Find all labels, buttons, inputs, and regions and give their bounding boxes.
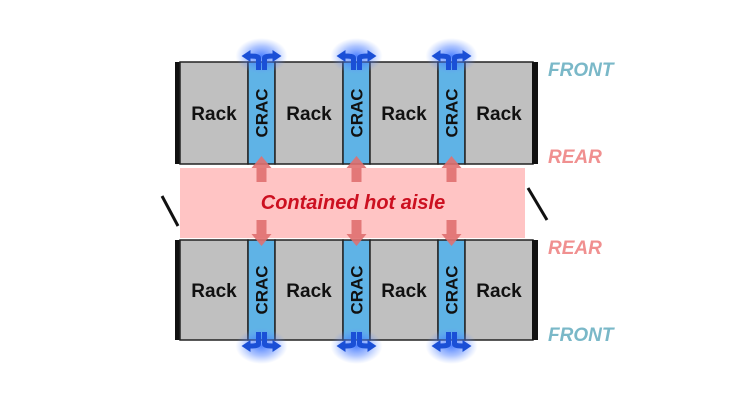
crac-label-bottom-5: CRAC xyxy=(443,265,462,314)
rack-label-bottom-6: Rack xyxy=(476,281,522,302)
rack-label-top-6: Rack xyxy=(476,104,522,125)
cold-air-top-1-arrow-right xyxy=(357,53,369,70)
cold-air-top-2-head-right xyxy=(462,50,472,62)
label-bottom-rear: REAR xyxy=(548,238,602,259)
crac-label-bottom-1: CRAC xyxy=(253,265,272,314)
hot-air-arrow-top-2 xyxy=(441,156,462,182)
rack-unit-bottom-2 xyxy=(274,239,344,341)
crac-label-bottom-3: CRAC xyxy=(348,265,367,314)
row-top-end-left xyxy=(175,62,181,164)
cold-air-bottom-1-head-left xyxy=(336,340,346,352)
cold-air-bottom-0-head-left xyxy=(241,340,251,352)
cold-air-bottom-2-glow xyxy=(425,328,478,364)
cold-air-top-0-head-left xyxy=(241,50,251,62)
cold-air-top-2-head-left xyxy=(431,50,441,62)
cold-air-bottom-0-glow xyxy=(235,328,288,364)
cold-air-outlets xyxy=(235,38,478,364)
cold-air-top-0-arrow-left xyxy=(249,53,261,70)
rack-label-bottom-0: Rack xyxy=(191,281,237,302)
cold-air-bottom-1-arrow-right xyxy=(357,332,369,349)
label-top-front: FRONT xyxy=(548,60,615,81)
crac-label-top-5: CRAC xyxy=(443,88,462,137)
cold-air-top-1-head-right xyxy=(367,50,377,62)
row-top-end-right xyxy=(532,62,538,164)
rack-row-top: Rack CRAC Rack CRAC Rack CRAC Rack xyxy=(175,61,538,165)
hot-air-arrow-top-1 xyxy=(346,156,367,182)
cold-air-bottom-2-head-right xyxy=(462,340,472,352)
cold-air-top-1-glow xyxy=(330,38,383,74)
cold-air-top-1-arrow-left xyxy=(344,53,356,70)
crac-label-top-1: CRAC xyxy=(253,88,272,137)
label-bottom-front: FRONT xyxy=(548,325,615,346)
hot-air-arrows xyxy=(251,156,462,246)
crac-label-top-3: CRAC xyxy=(348,88,367,137)
row-bottom-end-left xyxy=(175,240,181,340)
cold-air-bottom-1-head-right xyxy=(367,340,377,352)
rack-label-bottom-4: Rack xyxy=(381,281,427,302)
rack-unit-top-6 xyxy=(464,61,534,165)
crac-unit-bottom-1 xyxy=(247,239,276,341)
row-bottom-end-right xyxy=(532,240,538,340)
hot-air-arrow-top-0 xyxy=(251,156,272,182)
aisle-door-left xyxy=(160,195,180,227)
cold-air-top-1-head-left xyxy=(336,50,346,62)
aisle-door-right xyxy=(526,187,549,221)
rack-unit-top-0 xyxy=(179,61,249,165)
rack-unit-top-2 xyxy=(274,61,344,165)
cold-air-bottom-2-arrow-right xyxy=(452,332,464,349)
cold-air-top-0-arrow-right xyxy=(262,53,274,70)
rack-label-top-4: Rack xyxy=(381,104,427,125)
rack-unit-bottom-4 xyxy=(369,239,439,341)
cold-air-bottom-0-arrow-right xyxy=(262,332,274,349)
cold-air-top-2-glow xyxy=(425,38,478,74)
cold-air-top-0-glow xyxy=(235,38,288,74)
hot-air-arrow-bottom-0 xyxy=(251,220,272,246)
rack-label-top-0: Rack xyxy=(191,104,237,125)
label-top-rear: REAR xyxy=(548,147,602,168)
cold-air-bottom-2-head-left xyxy=(431,340,441,352)
cold-air-top-2-arrow-left xyxy=(439,53,451,70)
rack-unit-bottom-0 xyxy=(179,239,249,341)
rack-label-top-2: Rack xyxy=(286,104,332,125)
hot-air-arrow-bottom-2 xyxy=(441,220,462,246)
hot-air-arrow-bottom-1 xyxy=(346,220,367,246)
rack-unit-bottom-6 xyxy=(464,239,534,341)
hot-aisle-label: Contained hot aisle xyxy=(261,192,445,214)
rack-row-bottom: Rack CRAC Rack CRAC Rack CRAC Rack xyxy=(175,239,538,341)
cold-air-bottom-0-head-right xyxy=(272,340,282,352)
cold-air-bottom-1-glow xyxy=(330,328,383,364)
cold-air-bottom-1-arrow-left xyxy=(344,332,356,349)
cold-air-bottom-0-arrow-left xyxy=(249,332,261,349)
cold-air-bottom-2-arrow-left xyxy=(439,332,451,349)
cold-air-top-0-head-right xyxy=(272,50,282,62)
rack-unit-top-4 xyxy=(369,61,439,165)
rack-label-bottom-2: Rack xyxy=(286,281,332,302)
cold-air-top-2-arrow-right xyxy=(452,53,464,70)
